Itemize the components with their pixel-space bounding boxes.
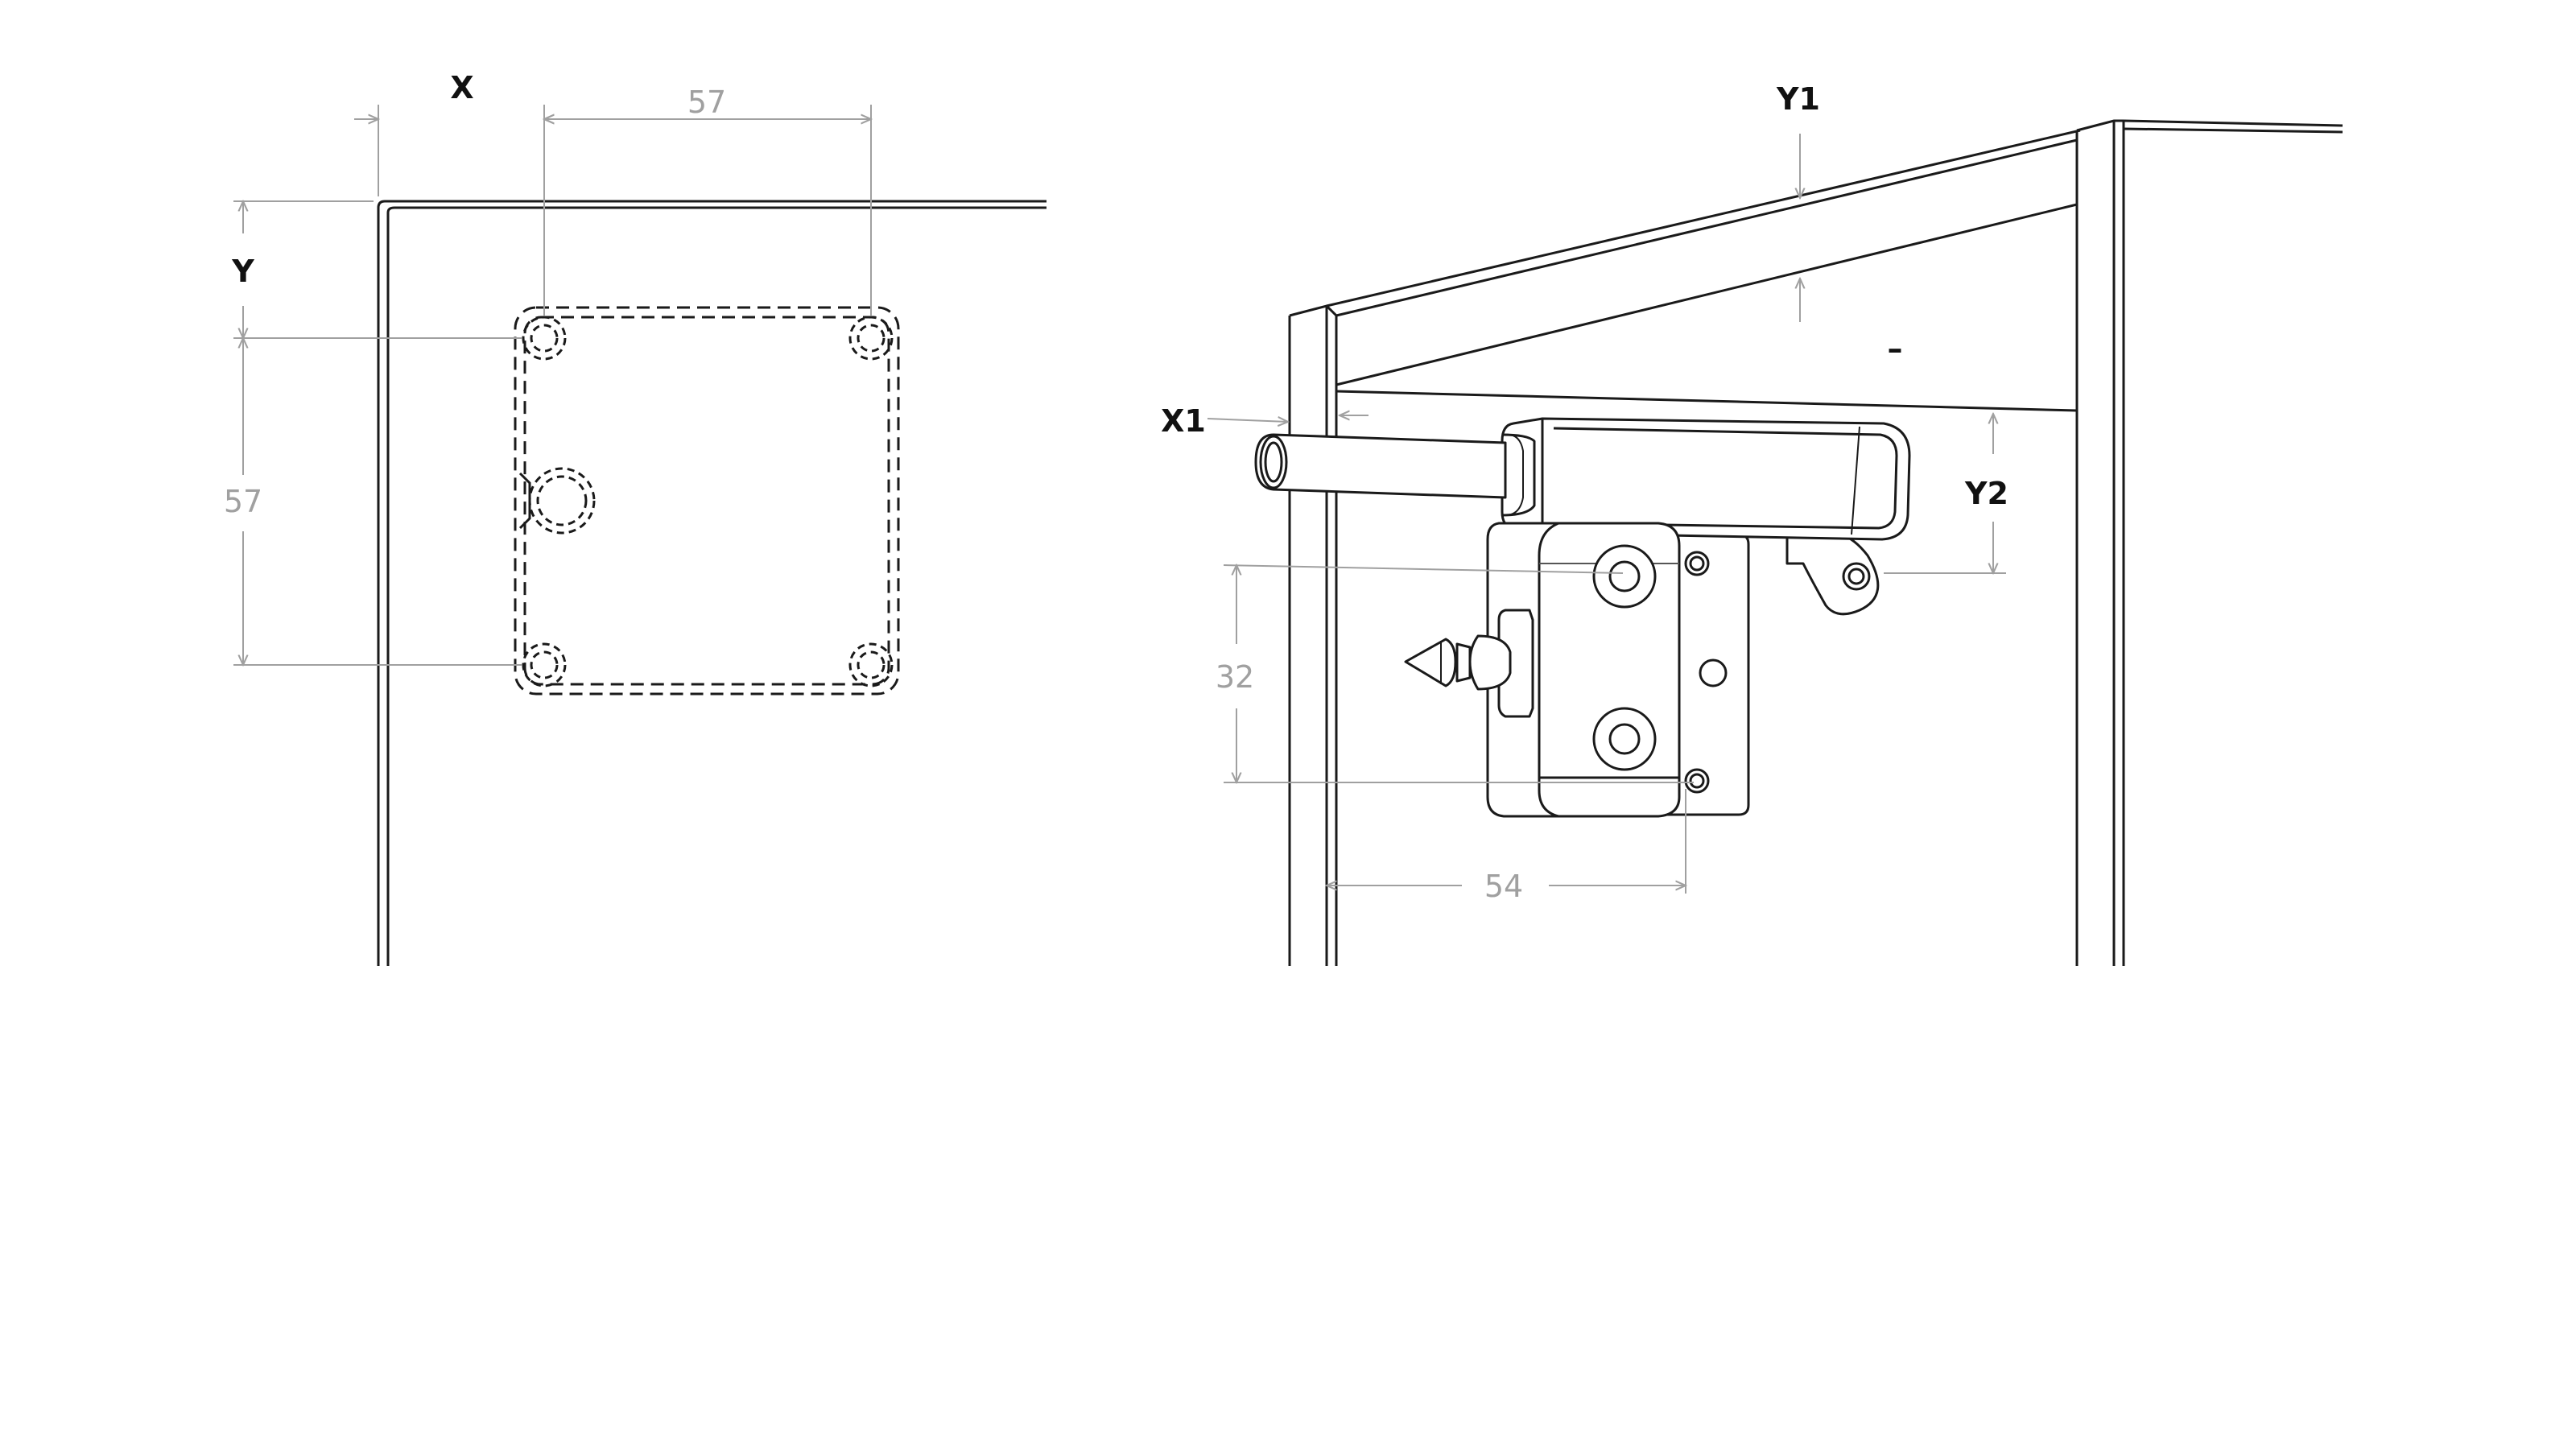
- hole-center: [528, 467, 596, 535]
- mounting-holes: [518, 316, 894, 687]
- mark-dash: –: [1888, 331, 1903, 366]
- hole-top-right: [848, 316, 894, 361]
- dim-vertical-32: 32: [1216, 659, 1254, 695]
- right-view: Y1 X1 Y2 32 54 –: [1161, 81, 2343, 966]
- label-x: X: [450, 70, 473, 105]
- hinge-mechanism: [1254, 417, 1911, 818]
- left-dimension-lines: [233, 105, 871, 665]
- bracket-ear: [1785, 531, 1880, 616]
- cabinet-outline: [1288, 119, 2343, 966]
- right-dimension-lines: [1207, 134, 2006, 894]
- cylinder-body: [1501, 417, 1911, 541]
- label-y: Y: [231, 254, 254, 289]
- label-y2: Y2: [1964, 476, 2008, 511]
- adjustment-cone: [1404, 638, 1457, 687]
- dim-hole-spacing-horizontal: 57: [687, 85, 726, 120]
- hinge-plate-dashed: [514, 306, 900, 696]
- label-x1: X1: [1161, 403, 1206, 439]
- label-y1: Y1: [1776, 81, 1820, 117]
- left-panel-outline: [377, 200, 1046, 966]
- hole-top-left: [522, 316, 567, 361]
- left-view: X 57 Y 57: [224, 70, 1046, 966]
- dim-hole-spacing-vertical: 57: [224, 484, 262, 519]
- piston-rod: [1254, 433, 1507, 499]
- hole-bottom-left: [522, 642, 567, 687]
- hole-bottom-right: [848, 642, 894, 687]
- dim-horizontal-54: 54: [1484, 869, 1523, 904]
- adjustment-knob: [1497, 609, 1534, 718]
